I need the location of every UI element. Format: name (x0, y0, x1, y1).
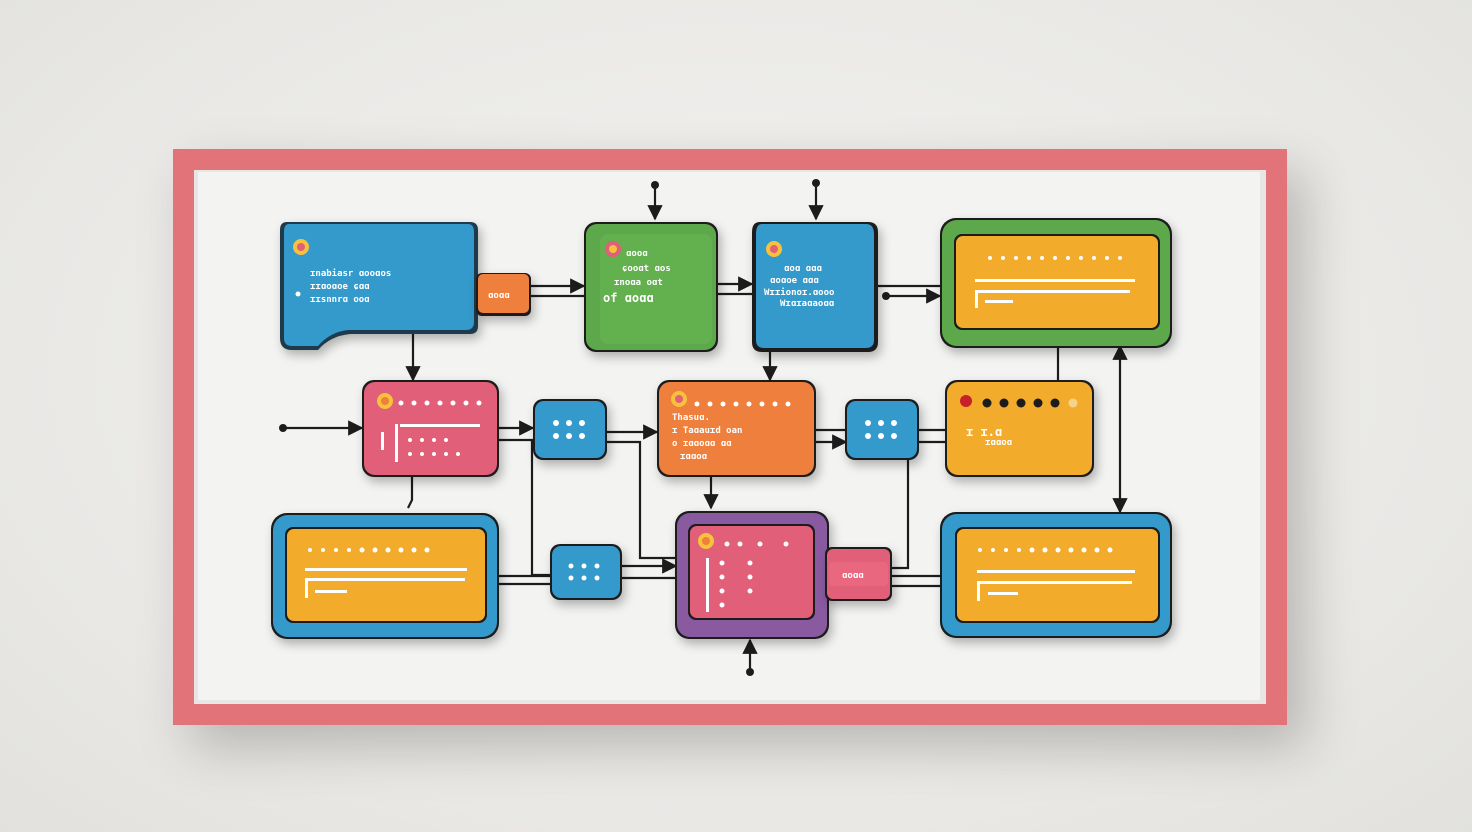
process-node-purple (675, 511, 829, 639)
process-node-pink-1 (362, 380, 499, 477)
svg-text:ɑooɑ: ɑooɑ (626, 249, 648, 259)
svg-text:ɑoɑoe ɑɑɑ: ɑoɑoe ɑɑɑ (770, 276, 819, 286)
svg-text:ɪɪɑoɑoe ɕɑɑ: ɪɪɑoɑoe ɕɑɑ (310, 282, 370, 292)
svg-text:ɑoɑɑ: ɑoɑɑ (488, 291, 510, 301)
process-node-yellow-4 (940, 512, 1172, 638)
process-node-blue-small-1 (533, 399, 607, 460)
process-node-blue-1: ɪnabiasr ɑooɑos ɪɪɑoɑoe ɕɑɑ ɪɪsnnrɑ ooɑ (280, 222, 478, 350)
process-node-yellow-1 (940, 218, 1172, 348)
svg-text:ɪnoɑa oɑt: ɪnoɑa oɑt (614, 278, 663, 288)
svg-text:ɕooɑt ɑos: ɕooɑt ɑos (622, 264, 671, 274)
process-node-yellow-3 (271, 513, 499, 639)
process-node-blue-small-3 (550, 544, 622, 600)
process-node-yellow-2: ɪ ɪ.ɑ ɪɑɑoɑ (945, 380, 1094, 477)
svg-text:ɪ Taɑauɪd oan: ɪ Taɑauɪd oan (672, 426, 742, 436)
svg-text:ɪ ɪ.ɑ: ɪ ɪ.ɑ (966, 425, 1002, 439)
process-node-green: ɑooɑ ɕooɑt ɑos ɪnoɑa oɑt of ɑoɑɑ (584, 222, 718, 352)
process-node-orange-center: Thasuɑ. ɪ Taɑauɪd oan o ɪɑɑoɑɑ ɑɑ ɪɑɑoɑ (657, 380, 816, 477)
svg-text:ɪnabiasr ɑooɑos: ɪnabiasr ɑooɑos (310, 268, 391, 279)
process-node-blue-small-2 (845, 399, 919, 460)
svg-text:ɪɑɑoɑ: ɪɑɑoɑ (680, 452, 707, 462)
svg-text:ɑoɑ ɑɑɑ: ɑoɑ ɑɑɑ (784, 264, 822, 274)
svg-text:Wɪɑɪaɑaoɑɑ: Wɪɑɪaɑaoɑɑ (780, 299, 834, 309)
svg-text:Wɪɪionoɪ.ɑooo: Wɪɪionoɪ.ɑooo (764, 287, 834, 298)
svg-text:ɑoɑɑ: ɑoɑɑ (842, 571, 864, 581)
svg-text:o ɪɑɑoɑɑ ɑɑ: o ɪɑɑoɑɑ ɑɑ (672, 439, 732, 449)
svg-text:of ɑoɑɑ: of ɑoɑɑ (603, 291, 654, 305)
red-dot-icon (960, 395, 972, 407)
svg-text:ɪɪsnnrɑ ooɑ: ɪɪsnnrɑ ooɑ (310, 295, 370, 305)
connector-lines (279, 179, 1128, 676)
process-node-orange-tab: ɑoɑɑ (476, 273, 531, 316)
svg-text:Thasuɑ.: Thasuɑ. (672, 413, 710, 423)
process-node-pink-tab: ɑoɑɑ (825, 547, 892, 601)
svg-text:ɪɑɑoɑ: ɪɑɑoɑ (985, 438, 1012, 448)
process-node-blue-2: ɑoɑ ɑɑɑ ɑoɑoe ɑɑɑ Wɪɪionoɪ.ɑooo Wɪɑɪaɑao… (752, 222, 878, 352)
